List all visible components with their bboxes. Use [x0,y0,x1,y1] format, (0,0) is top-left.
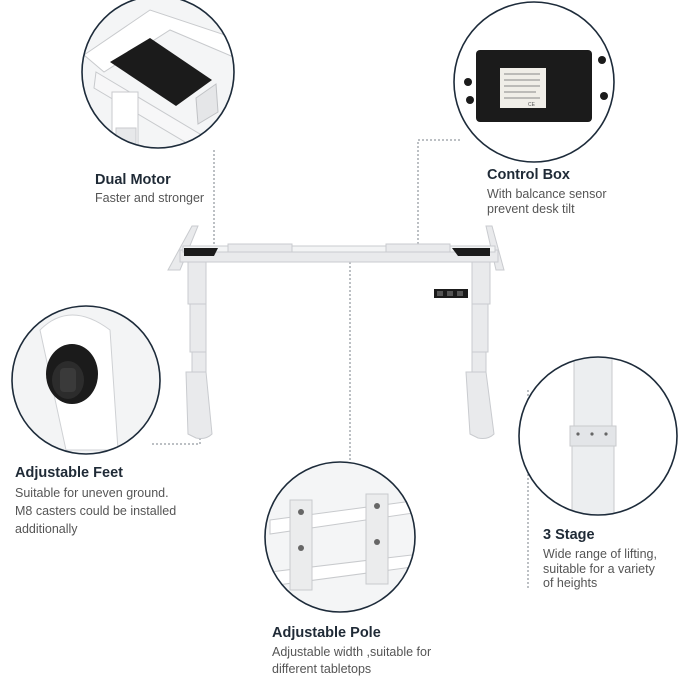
three-stage-desc-3: of heights [543,576,598,590]
right-motor-plate [452,248,490,256]
adjustable-pole-desc-1: Adjustable width ,suitable for [272,645,432,659]
three-stage-desc-2: suitable for a variety [543,562,655,576]
left-motor-plate [184,248,218,256]
control-box-title: Control Box [487,167,570,183]
three-stage-detail [519,357,677,515]
dual-motor-title: Dual Motor [95,172,171,188]
control-box-circle [453,1,615,163]
adjustable-feet-desc-3: additionally [15,522,78,536]
dual-motor-circle [81,0,235,149]
adjustable-feet-desc-2: M8 casters could be installed [15,504,177,518]
adjustable-pole-detail [265,462,415,612]
handset-controller [434,289,468,298]
desk-frame [167,225,505,439]
adjustable-pole-desc-2: different tabletops [272,662,372,676]
adjustable-feet-detail [12,306,160,454]
adjustable-pole-circle [264,461,416,613]
control-box-desc-2: prevent desk tilt [487,202,575,216]
dual-motor-detail [82,0,234,148]
three-stage-desc-1: Wide range of lifting, [543,547,657,561]
three-stage-circle [518,356,678,516]
adjustable-pole-title: Adjustable Pole [272,625,381,641]
adjustable-feet-title: Adjustable Feet [15,465,123,481]
leader-line-adjustable-feet [152,438,201,445]
left-foot [185,371,213,439]
right-foot [465,371,495,439]
control-box-detail: CE [454,2,614,162]
control-box-desc-1: With balcance sensor [487,187,607,201]
svg-text:CE: CE [528,102,536,108]
three-stage-title: 3 Stage [543,527,595,543]
dual-motor-desc-1: Faster and stronger [95,191,205,205]
adjustable-feet-circle [11,305,161,455]
adjustable-feet-desc-1: Suitable for uneven ground. [15,486,169,500]
leader-line-control-box [417,139,460,252]
